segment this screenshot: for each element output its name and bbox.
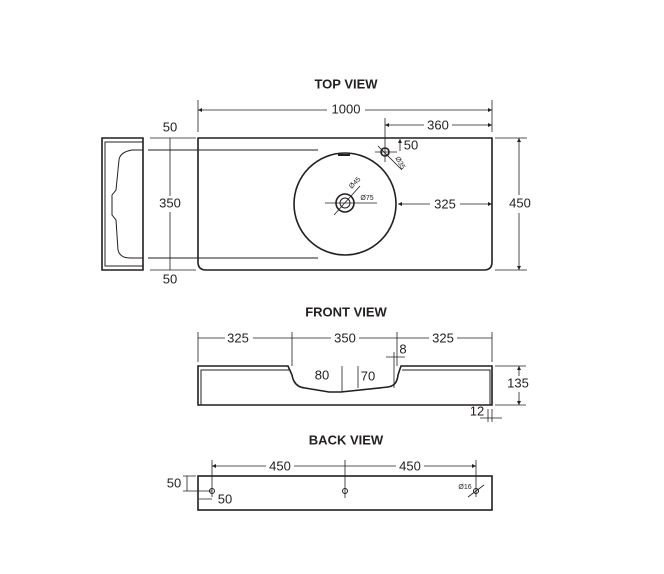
dim-side-bottom: 50 <box>163 271 177 286</box>
top-view: TOP VIEW Ø45 Ø75 Ø35 1000 360 50 325 450 <box>101 76 533 286</box>
dim-back-from-left: 50 <box>218 491 232 506</box>
bowl-circle <box>293 152 397 256</box>
dim-bowl-depth: 80 <box>315 367 329 382</box>
back-hole-label: Ø16 <box>458 484 471 491</box>
bowl-projection-lines <box>148 149 318 259</box>
dim-back-from-top: 50 <box>167 475 181 490</box>
side-profile-outline <box>101 137 144 271</box>
dim-overall-width: 1000 <box>332 101 361 116</box>
front-view-title: FRONT VIEW <box>305 304 387 319</box>
dim-bowl-from-right: 325 <box>434 196 456 211</box>
dim-tap-from-right: 360 <box>427 117 449 132</box>
dim-wall: 12 <box>470 403 484 418</box>
dim-height: 135 <box>507 375 529 390</box>
dim-side-top: 50 <box>163 119 177 134</box>
dim-depth: 450 <box>509 195 531 210</box>
dim-front-left: 325 <box>227 330 249 345</box>
front-view: FRONT VIEW 325 350 325 8 80 70 135 12 <box>197 304 533 422</box>
waste-outer-label: Ø75 <box>360 195 373 202</box>
basin-front-outline <box>197 365 493 406</box>
dim-front-middle: 350 <box>334 330 356 345</box>
dim-back-left: 450 <box>269 458 291 473</box>
overflow-slot <box>338 154 350 156</box>
side-profile-bowl <box>104 141 143 267</box>
dim-side-middle: 350 <box>159 195 181 210</box>
basin-top-outline <box>197 137 493 271</box>
back-view-title: BACK VIEW <box>309 432 384 447</box>
dim-rim: 8 <box>399 341 406 356</box>
dim-tap-from-back: 50 <box>404 137 418 152</box>
top-view-title: TOP VIEW <box>314 76 378 91</box>
dim-front-right: 325 <box>432 330 454 345</box>
dim-bowl-inner-depth: 70 <box>361 368 375 383</box>
back-view: BACK VIEW 450 450 50 50 Ø16 <box>167 432 493 511</box>
dim-back-right: 450 <box>399 458 421 473</box>
waste-inner-label: Ø45 <box>348 176 362 190</box>
